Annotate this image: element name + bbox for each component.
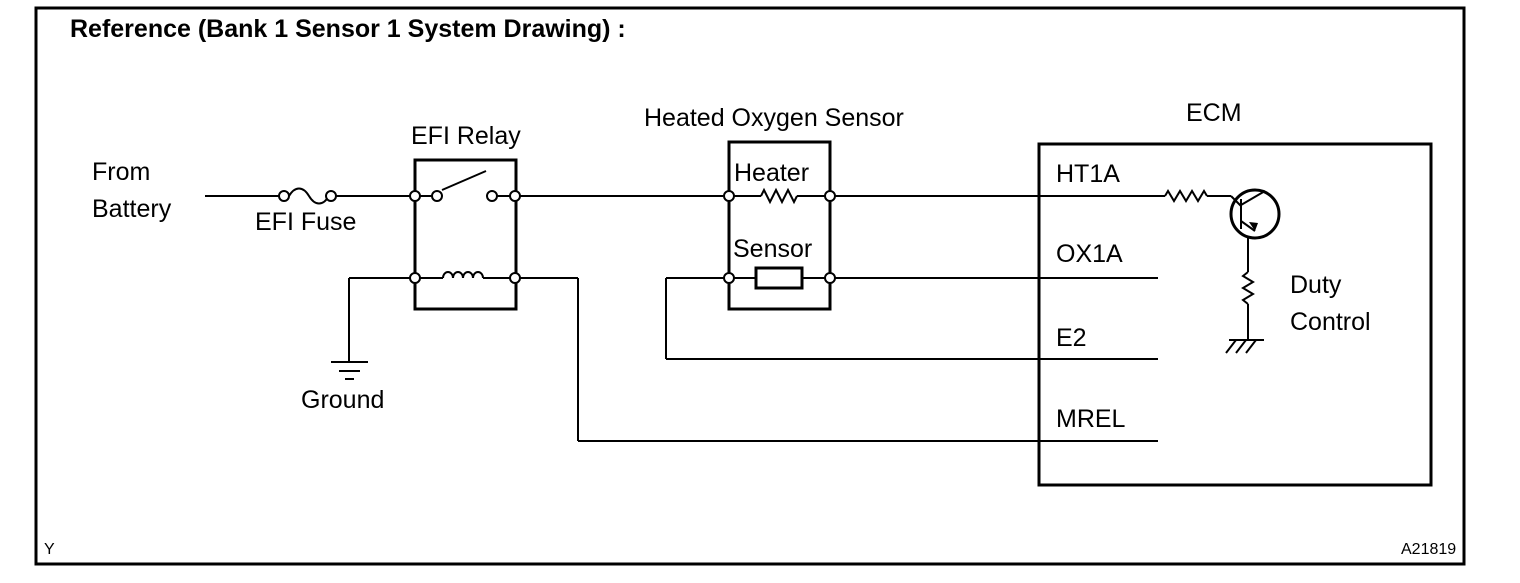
transistor-collector xyxy=(1240,190,1266,206)
fuse-terminal-right xyxy=(325,190,337,202)
label-control: Control xyxy=(1290,308,1371,336)
heater-resistor-symbol xyxy=(760,187,798,205)
diagram-frame xyxy=(34,6,1466,566)
ecm-box xyxy=(1037,142,1433,487)
sensor-terminal-e2 xyxy=(723,272,735,284)
transistor-emitter xyxy=(1240,220,1256,232)
label-from: From xyxy=(92,158,150,186)
label-ground: Ground xyxy=(301,386,384,414)
oxygen-sensor-box xyxy=(727,140,832,311)
ecm-input-resistor xyxy=(1164,189,1208,203)
label-sensor: Sensor xyxy=(733,235,812,263)
diagram-title: Reference (Bank 1 Sensor 1 System Drawin… xyxy=(70,15,626,43)
fuse-terminal-left xyxy=(278,190,290,202)
ecm-pin-ht1a: HT1A xyxy=(1056,160,1120,188)
efi-relay-box xyxy=(413,158,518,311)
ecm-pin-ox1a: OX1A xyxy=(1056,240,1123,268)
figure-code: A21819 xyxy=(1401,541,1456,558)
transistor-base-lead xyxy=(1230,195,1242,207)
sensor-terminal-ox xyxy=(824,272,836,284)
label-efi-fuse: EFI Fuse xyxy=(255,208,356,236)
transistor-symbol xyxy=(1229,188,1281,240)
label-battery: Battery xyxy=(92,195,172,223)
label-heated-oxygen-sensor: Heated Oxygen Sensor xyxy=(644,104,904,132)
relay-switch-contact-left xyxy=(431,190,443,202)
label-heater: Heater xyxy=(734,159,809,187)
label-ecm: ECM xyxy=(1186,99,1242,127)
transistor-emitter-arrow xyxy=(1249,222,1258,231)
corner-mark: Y xyxy=(44,541,55,558)
ecm-ground-hatch-3 xyxy=(1245,339,1257,354)
relay-switch-contact-right xyxy=(486,190,498,202)
ecm-ground-hatch-2 xyxy=(1235,339,1247,354)
sensor-element-symbol xyxy=(754,266,804,290)
duty-resistor-symbol xyxy=(1241,271,1255,305)
relay-terminal-1 xyxy=(409,190,421,202)
sensor-terminal-heater-in xyxy=(723,190,735,202)
label-duty: Duty xyxy=(1290,271,1342,299)
relay-terminal-2 xyxy=(509,190,521,202)
ecm-pin-e2: E2 xyxy=(1056,324,1087,352)
relay-switch-arm xyxy=(441,170,487,191)
sensor-terminal-heater-out xyxy=(824,190,836,202)
relay-coil-symbol xyxy=(442,271,484,279)
label-efi-relay: EFI Relay xyxy=(411,122,521,150)
ecm-ground-hatch-1 xyxy=(1225,339,1237,354)
ecm-pin-mrel: MREL xyxy=(1056,405,1126,433)
efi-fuse-symbol xyxy=(288,187,330,205)
relay-terminal-4 xyxy=(509,272,521,284)
relay-terminal-3 xyxy=(409,272,421,284)
